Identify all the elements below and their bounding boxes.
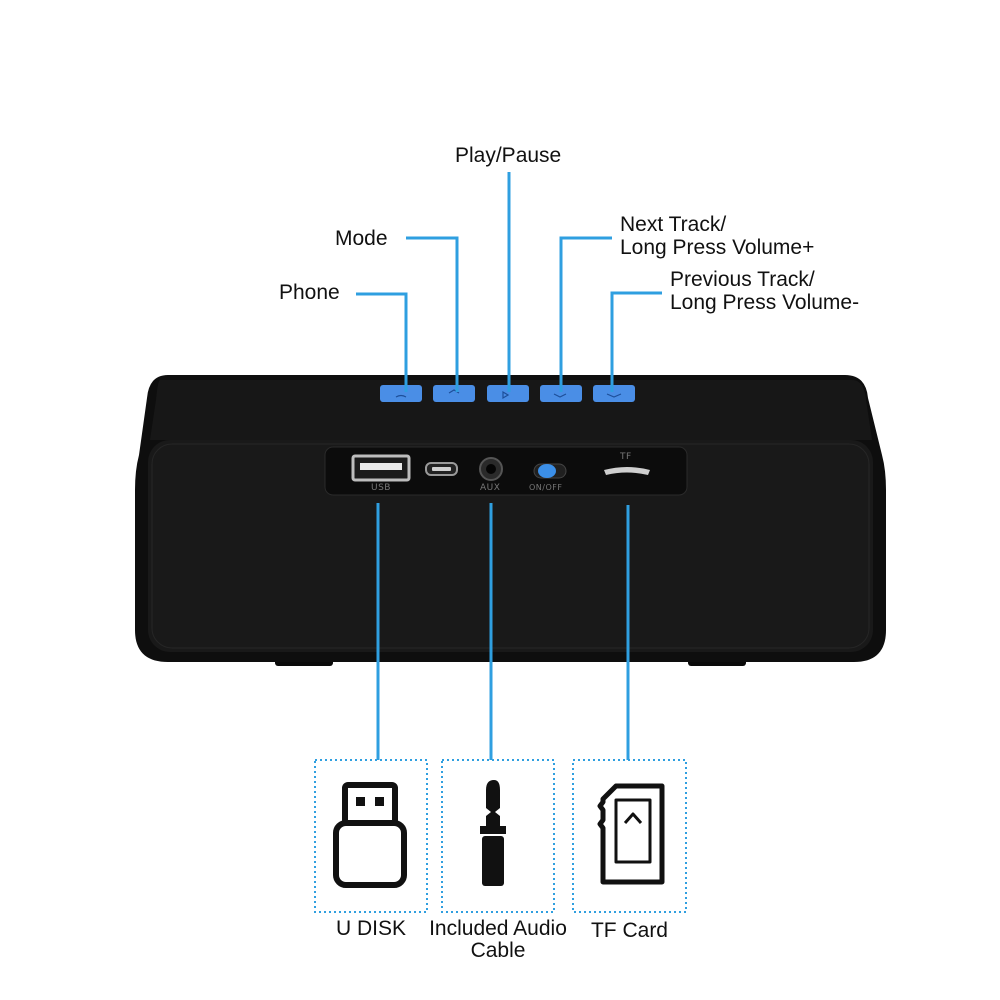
- accessory-label-audio-cable: Included Audio Cable: [418, 918, 578, 962]
- audio-jack-icon: [480, 780, 506, 886]
- accessory-label-u-disk-line1: U DISK: [335, 917, 406, 940]
- label-next-track-line1: Next Track/: [620, 213, 727, 236]
- switch-label: ON/OFF: [529, 483, 563, 492]
- mode-button: [433, 385, 475, 402]
- label-previous-track-line2: Long Press Volume-: [670, 291, 860, 314]
- label-previous-track: Previous Track/ Long Press Volume-: [670, 268, 859, 314]
- callout-phone: [356, 292, 408, 392]
- label-mode: Mode: [335, 227, 388, 250]
- label-play-pause: Play/Pause: [455, 144, 562, 167]
- accessory-label-u-disk: U DISK: [315, 918, 427, 940]
- accessory-box-usb: [314, 759, 428, 913]
- port-panel: [324, 446, 688, 496]
- label-previous-track-line1: Previous Track/: [670, 268, 815, 291]
- tf-slot: [604, 467, 650, 475]
- next-track-button: [540, 385, 582, 402]
- tf-slot-label: TF: [620, 452, 632, 462]
- accessory-box-audio: [441, 759, 555, 913]
- accessory-label-tf-card: TF Card: [573, 920, 686, 942]
- label-next-track: Next Track/ Long Press Volume+: [620, 213, 814, 259]
- callout-lines: [356, 172, 662, 760]
- accessory-label-audio-line1: Included Audio: [429, 917, 567, 940]
- accessory-label-audio-line2: Cable: [470, 939, 526, 962]
- previous-track-button: [593, 385, 635, 402]
- usb-port-label: USB: [371, 483, 391, 493]
- aux-port-label: AUX: [480, 483, 501, 493]
- label-next-track-line2: Long Press Volume+: [620, 236, 815, 259]
- callout-mode: [406, 236, 459, 392]
- accessory-label-tf-line1: TF Card: [590, 919, 668, 942]
- accessory-box-tf: [572, 759, 687, 913]
- top-buttons: [380, 385, 635, 402]
- phone-button: [380, 385, 422, 402]
- sd-card-icon: [597, 783, 665, 885]
- callout-previous-track: [610, 291, 662, 392]
- play-pause-button: [487, 385, 529, 402]
- usb-drive-icon: [333, 782, 407, 888]
- callout-next-track: [559, 236, 612, 392]
- label-phone: Phone: [279, 281, 340, 304]
